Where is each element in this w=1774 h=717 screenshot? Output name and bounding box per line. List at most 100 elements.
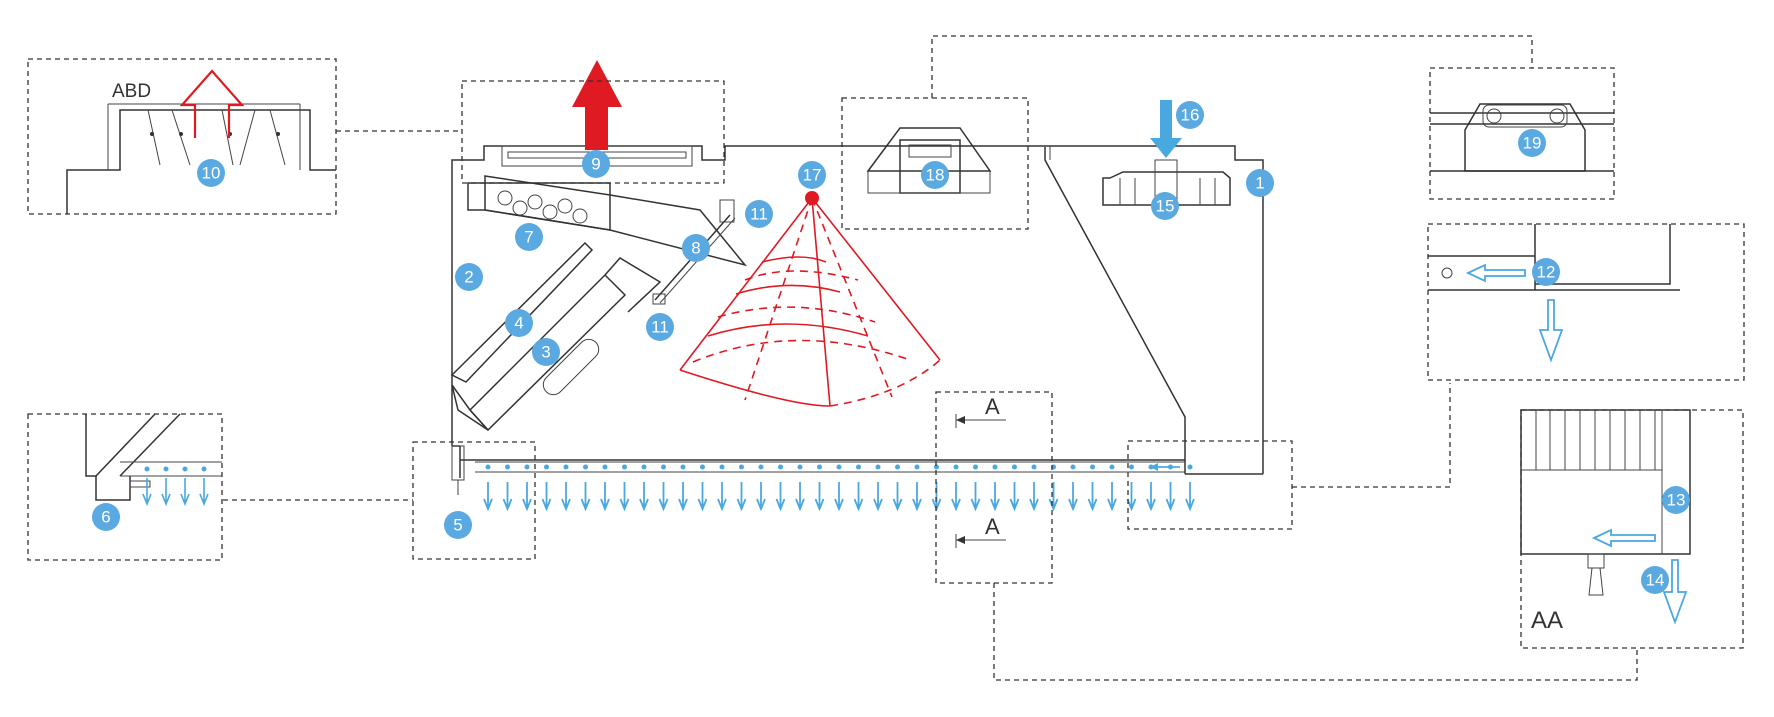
supply-down-arrow-icon [951,482,961,512]
diffuser-nozzle [680,464,686,470]
supply-down-arrow-icon [853,482,864,512]
leader-supply-12 [1292,383,1451,488]
diffuser-nozzle [641,464,647,470]
callout-17: 17 [798,161,826,189]
diffuser-nozzle [778,464,783,470]
supply-down-arrow-icon [814,482,825,512]
callout-bubble [532,338,560,366]
supply-down-arrow-icon [931,482,942,512]
supply-arrow-16 [1150,100,1182,158]
supply-down-arrow-icon [678,482,688,512]
callout-19: 19 [1518,129,1546,157]
supply-down-arrow-icon [619,482,630,512]
diffuser-nozzle [1090,464,1095,470]
supply-down-arrow-icon [775,482,786,512]
supply-down-arrow-icon [892,482,903,512]
supply-down-arrow-icon [658,482,669,512]
supply-down-arrow-icon [561,482,571,512]
diffuser-nozzle [505,464,510,470]
supply-down-arrow-icon [1165,482,1176,512]
callout-4: 4 [505,309,533,337]
callout-bubble [682,234,710,262]
diffuser-nozzle [1109,464,1115,470]
callout-number: 9 [591,155,600,174]
diffuser-nozzle [797,464,803,470]
callout-bubble [921,161,949,189]
supply-down-arrow-icon [756,482,766,512]
diffuser-nozzle [661,464,666,470]
diffuser-nozzle [719,464,725,470]
supply-down-arrow-icon [600,482,610,512]
callout-bubble [1246,169,1274,197]
callout-1: 1 [1246,169,1274,197]
callout-bubble [1532,258,1560,286]
callout-bubble [197,159,225,187]
callout-number: 12 [1537,263,1556,282]
diffuser-nozzle [973,464,978,470]
supply-down-arrow-icon [717,482,727,512]
supply-down-arrow-icon [697,482,708,512]
abd-label: ABD [112,81,151,102]
supply-down-arrow-icon [161,478,171,507]
section-marker-a-top: A [955,394,1006,428]
diffuser-nozzle [563,464,569,470]
supply-down-arrow-icon [541,482,552,512]
callout-13: 13 [1662,486,1690,514]
callout-number: 3 [541,343,550,362]
diffuser-nozzle [524,464,530,470]
supply-down-arrow-icon [639,482,649,512]
diffuser-nozzle [1129,464,1134,470]
callout-bubble [646,313,674,341]
diffuser-nozzle [1168,464,1173,470]
diffuser-nozzle [622,464,627,470]
diffuser-nozzle [544,464,549,470]
callout-number: 1 [1255,174,1264,193]
callout-bubble [444,511,472,539]
diffuser-nozzle [836,464,842,470]
callout-number: 16 [1181,106,1200,125]
extract-outline-arrow-icon [179,69,245,138]
section-a-label-2: A [985,514,1000,539]
callout-number: 5 [453,516,462,535]
callout-2: 2 [455,263,483,291]
callout-5: 5 [444,511,472,539]
diffuser-nozzle [1187,464,1193,470]
diffuser-nozzle [739,464,744,470]
callout-bubble [505,309,533,337]
diffuser-nozzle [163,466,169,472]
supply-down-arrow-icon [990,482,1000,512]
section-aa-label: AA [1531,607,1563,634]
detail-abd-damper: ABD [27,58,337,215]
supply-down-arrow-icon [1107,482,1117,512]
diffuser-nozzle [1148,464,1154,470]
supply-down-arrow-icon [199,478,209,507]
callout-bubble [798,161,826,189]
diffuser-nozzle [992,464,998,470]
supply-down-arrow-icon [873,482,883,512]
diffuser-nozzle [914,464,920,470]
callout-number: 11 [750,205,768,224]
detail-drain [27,413,223,561]
callout-3: 3 [532,338,560,366]
leader-section-aa [993,583,1638,681]
diffuser-nozzle [758,464,764,470]
supply-down-arrow-icon [180,478,190,507]
callout-number: 11 [651,318,669,337]
diffuser-nozzle [817,464,822,470]
sensor-coverage-fan [679,191,941,407]
callout-11: 11 [745,200,773,228]
callout-bubble [455,263,483,291]
callout-9: 9 [582,150,610,178]
frame-supply-end [1127,440,1293,530]
frame-device-18 [841,97,1029,230]
callout-11: 11 [646,313,674,341]
diffuser-nozzle [700,464,705,470]
diffuser-nozzle [934,464,939,470]
diffuser-nozzle [485,464,491,470]
frame-drain-5 [412,441,536,560]
supply-down-arrow-icon [1068,482,1078,512]
callout-bubble [1151,192,1179,220]
diffuser-nozzle [1031,464,1037,470]
